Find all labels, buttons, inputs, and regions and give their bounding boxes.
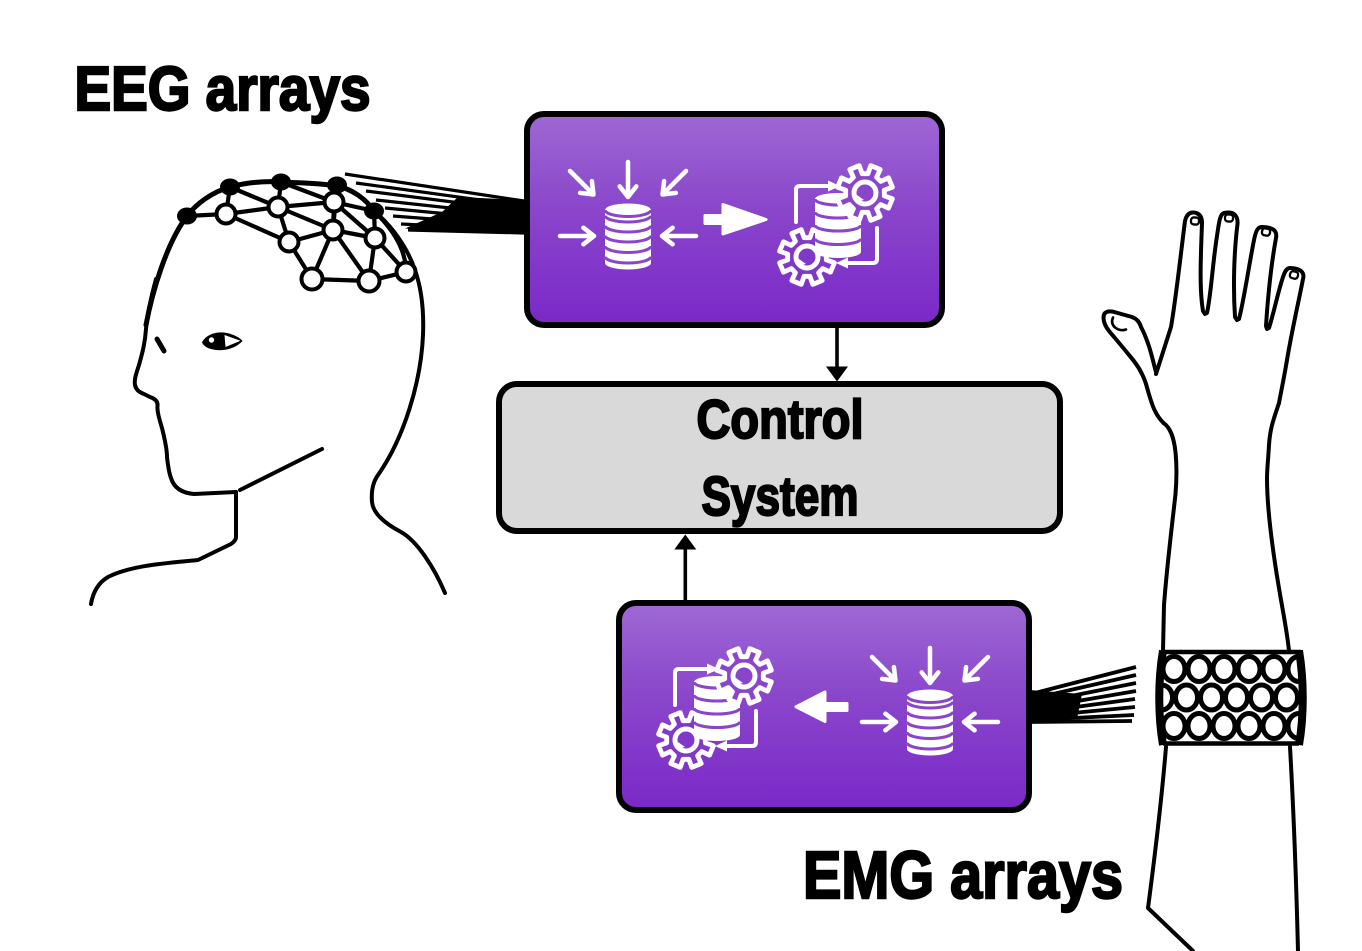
svg-text:Control: Control xyxy=(697,388,864,450)
svg-text:EMG arrays: EMG arrays xyxy=(803,839,1123,913)
svg-text:System: System xyxy=(702,465,859,527)
svg-text:EEG arrays: EEG arrays xyxy=(75,55,371,124)
